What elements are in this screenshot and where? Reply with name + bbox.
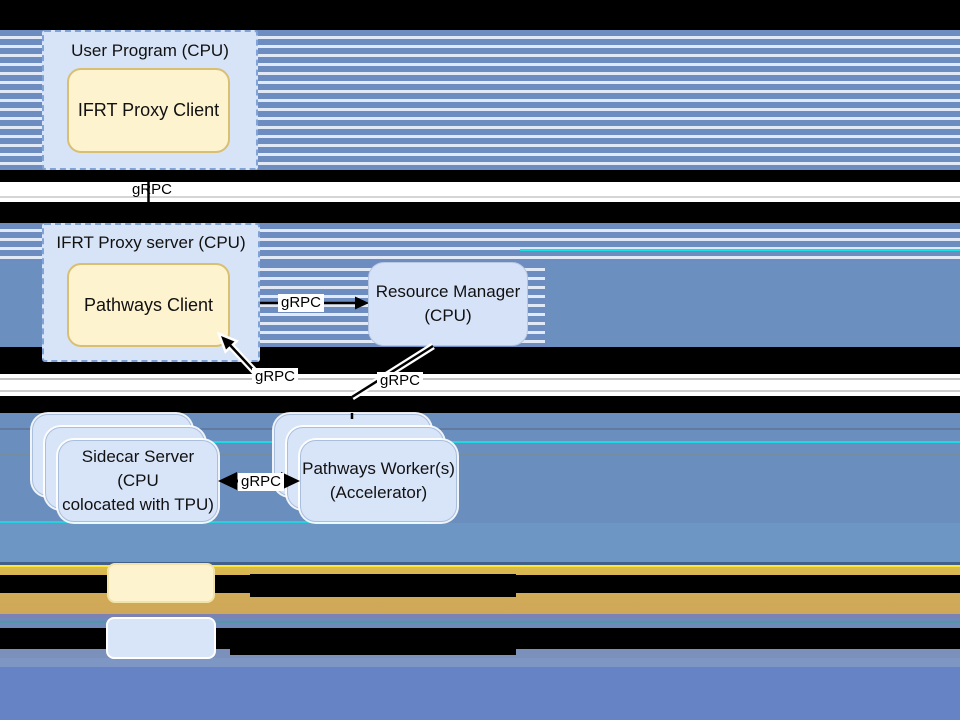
background-band — [0, 618, 960, 628]
legend-label-blue-redacted — [230, 632, 516, 655]
background-band — [0, 523, 960, 562]
node-pathways-client: Pathways Client — [67, 263, 230, 347]
node-pathways-client-label: Pathways Client — [83, 294, 214, 315]
artifact-line — [0, 378, 960, 380]
background-band — [0, 562, 960, 565]
node-sidecar-server: Sidecar Server (CPU colocated with TPU) — [58, 440, 218, 522]
node-sidecar-line1: Sidecar Server (CPU — [81, 447, 195, 490]
background-band — [0, 565, 960, 567]
node-pathways-workers: Pathways Worker(s) (Accelerator) — [300, 440, 457, 522]
cyan-artifact-line — [0, 521, 430, 523]
grpc-label-server-down: gRPC — [252, 368, 299, 386]
node-resource-manager-line1: Resource Manager — [375, 282, 521, 301]
cyan-artifact-line — [140, 441, 960, 443]
background-band — [0, 658, 960, 667]
node-resource-manager-line2: (CPU) — [424, 306, 472, 325]
background-band — [0, 0, 960, 30]
background-band — [0, 667, 960, 720]
grpc-label-rm-down: gRPC — [377, 372, 424, 390]
node-workers-line2: (Accelerator) — [329, 483, 428, 502]
node-ifrt-proxy-server-title: IFRT Proxy server (CPU) — [56, 233, 246, 252]
node-ifrt-proxy-client: IFRT Proxy Client — [67, 68, 230, 153]
legend-label-yellow-redacted — [250, 574, 516, 597]
teal-artifact-line — [0, 621, 960, 623]
artifact-line — [0, 390, 960, 392]
grpc-label-client-rm: gRPC — [278, 294, 325, 312]
node-ifrt-proxy-client-label: IFRT Proxy Client — [77, 100, 220, 120]
cyan-artifact-line — [520, 249, 960, 251]
occlusion-band — [0, 396, 960, 413]
occlusion-band — [0, 202, 960, 223]
node-workers-line1: Pathways Worker(s) — [302, 459, 455, 478]
legend-swatch-blue — [106, 617, 216, 659]
background-band — [0, 614, 960, 618]
node-user-program-title: User Program (CPU) — [71, 41, 229, 60]
artifact-line — [0, 428, 960, 430]
occlusion-band — [0, 170, 960, 182]
artifact-line — [0, 196, 960, 198]
node-resource-manager: Resource Manager (CPU) — [368, 262, 528, 346]
grpc-label-client: gRPC — [132, 181, 173, 198]
legend-swatch-yellow — [107, 563, 215, 603]
grpc-label-sidecar-workers: gRPC — [238, 473, 285, 491]
node-sidecar-line2: colocated with TPU) — [62, 495, 214, 514]
artifact-line — [0, 454, 960, 456]
